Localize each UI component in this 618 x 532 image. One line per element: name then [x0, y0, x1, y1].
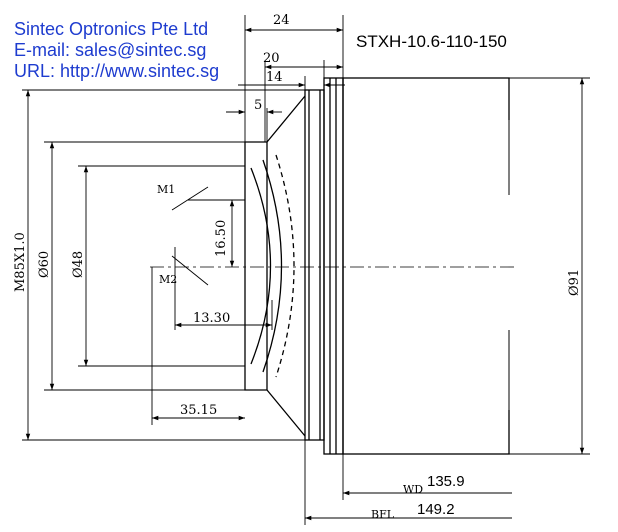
lens-cone — [244, 95, 306, 437]
bfl-value: 149.2 — [417, 501, 455, 518]
lens-body — [244, 77, 510, 455]
dim-thread: M85X1.0 — [13, 232, 28, 292]
dim-overall-length: 24 — [273, 13, 290, 28]
dim-dia-60: Ø60 — [37, 251, 52, 278]
dim-16-50: 16.50 — [214, 220, 229, 257]
lens-flange — [323, 77, 344, 455]
wd-label: WD — [403, 483, 423, 496]
dim-35-15: 35.15 — [180, 403, 217, 418]
barrel-break — [504, 120, 514, 410]
dim-dia-48: Ø48 — [71, 251, 86, 278]
dim-length-20: 20 — [263, 51, 280, 66]
dim-length-14: 14 — [266, 70, 283, 85]
mirror-m2-label: M2 — [159, 273, 177, 286]
company-name: Sintec Optronics Pte Ltd — [14, 19, 209, 39]
company-url: URL: http://www.sintec.sg — [14, 61, 220, 81]
model-number: STXH-10.6-110-150 — [356, 32, 507, 51]
lens-barrel — [342, 77, 510, 455]
bfl-label: BFL — [371, 508, 395, 521]
wd-value: 135.9 — [427, 473, 465, 490]
mirror-m1-label: M1 — [157, 183, 175, 196]
company-email: E-mail: sales@sintec.sg — [14, 40, 207, 60]
dim-13-30: 13.30 — [193, 311, 230, 326]
dim-length-5: 5 — [254, 98, 262, 113]
lens-element-front — [250, 167, 272, 365]
dim-dia-91: Ø91 — [567, 269, 582, 296]
thread-ring — [304, 89, 325, 441]
lens-element-back — [262, 159, 283, 373]
